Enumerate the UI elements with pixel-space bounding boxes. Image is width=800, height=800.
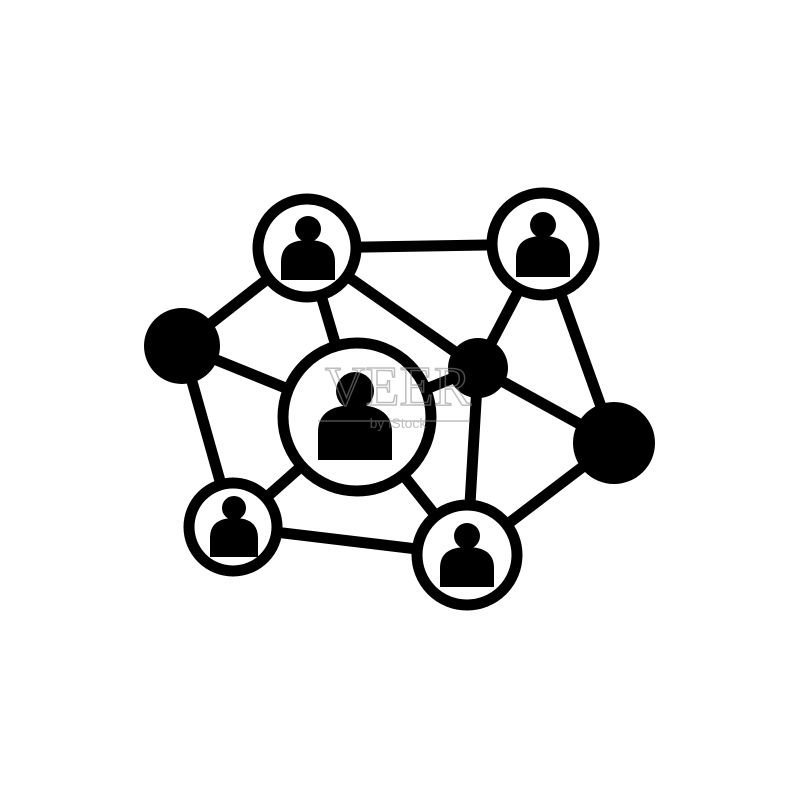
person-icon	[516, 212, 570, 277]
watermark-brand: VEER	[325, 356, 472, 418]
person-icon	[440, 523, 494, 587]
hub-dot-right	[573, 402, 655, 484]
hub-dot-center	[448, 338, 508, 398]
person-node-bottom-left	[183, 477, 283, 577]
person-node-bottom-right	[411, 499, 523, 611]
watermark: VEER by iStock	[318, 355, 472, 431]
network-hubs	[144, 308, 655, 484]
person-node-top-right	[486, 187, 600, 301]
person-node-top-left	[252, 193, 362, 303]
person-icon	[210, 496, 258, 557]
watermark-byline: by iStock	[370, 415, 428, 431]
hub-dot-left	[144, 308, 220, 384]
person-node-center	[277, 337, 437, 497]
person-icon	[318, 372, 392, 460]
person-icon	[281, 216, 335, 280]
